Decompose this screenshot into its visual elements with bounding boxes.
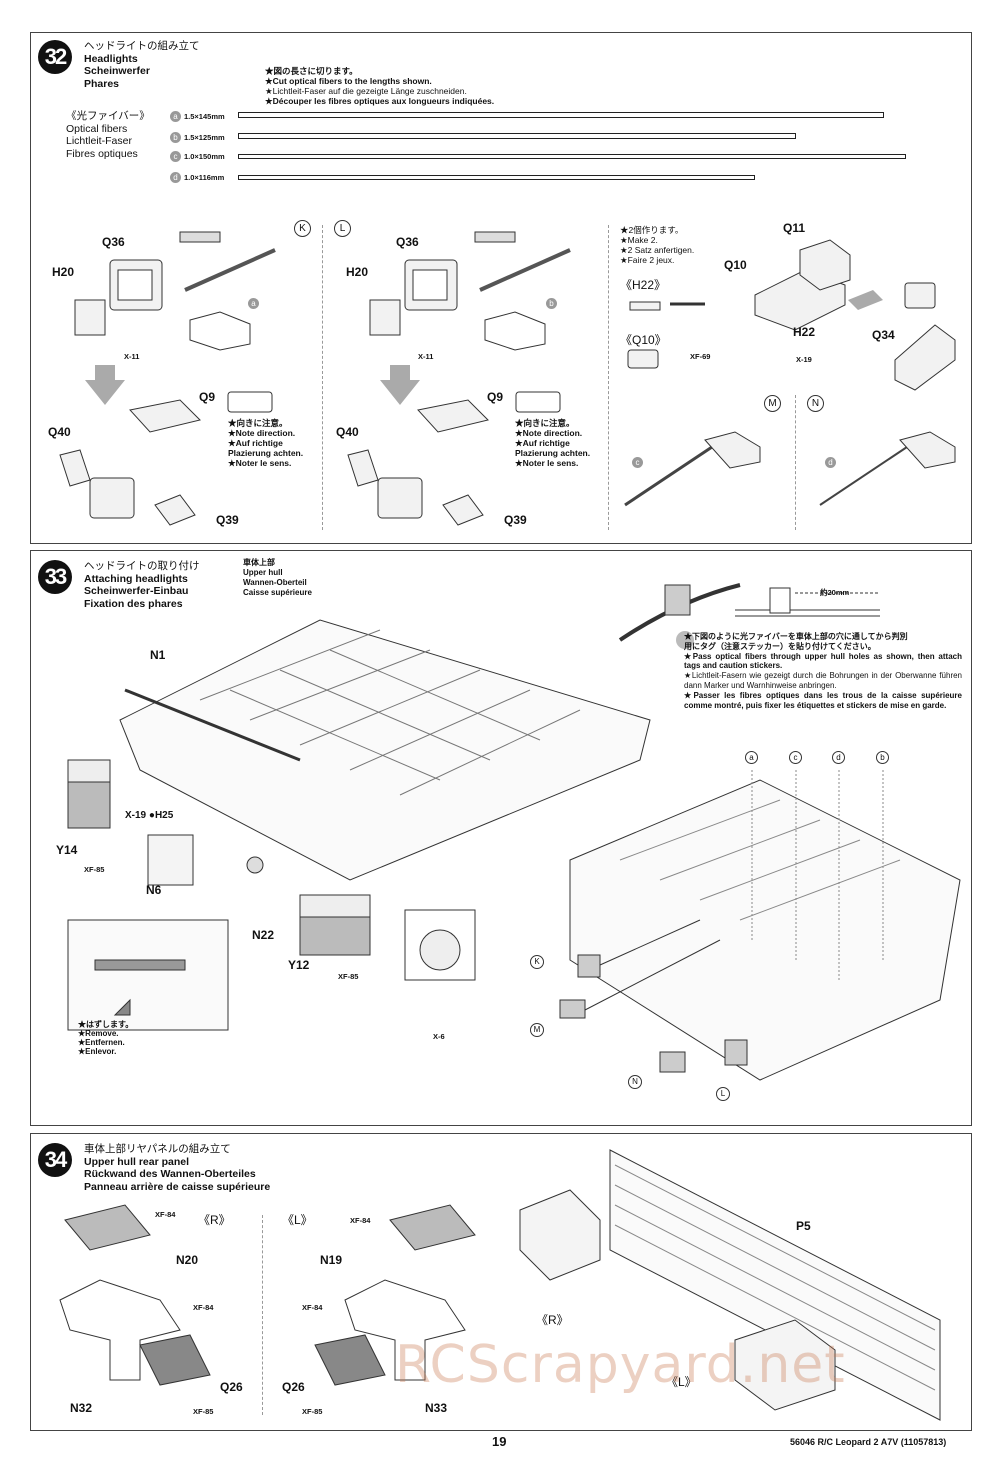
divider <box>262 1215 263 1415</box>
watermark: RCScrapyard.net <box>395 1335 846 1395</box>
paint-label: XF-85 <box>84 865 105 874</box>
fiber-d <box>238 175 755 180</box>
sub-step-l: L <box>716 1087 730 1101</box>
sub-step-k: K <box>530 955 544 969</box>
part-label: N19 <box>320 1253 343 1267</box>
fiber-b-size: 1.5×125mm <box>184 133 225 142</box>
part-label: Q9 <box>199 390 216 404</box>
part-label: Q36 <box>396 235 419 249</box>
part-label: N20 <box>176 1253 199 1267</box>
part-label: Q40 <box>48 425 71 439</box>
fiber-b-marker: b <box>170 132 181 143</box>
paint-label: XF-85 <box>193 1407 214 1416</box>
dimension-label: 約20mm <box>820 588 850 597</box>
part-label: H20 <box>346 265 369 279</box>
fiber-c-size: 1.0×150mm <box>184 152 225 161</box>
product-code: 56046 R/C Leopard 2 A7V (11057813) <box>790 1437 947 1447</box>
step-title: ヘッドライトの組み立て Headlights Scheinwerfer Phar… <box>84 40 200 90</box>
make-two-note: ★2個作ります。★Make 2.★2 Satz anfertigen.★Fair… <box>620 225 695 265</box>
sub-step-m: M <box>530 1023 544 1037</box>
fiber-a-marker: a <box>170 111 181 122</box>
part-label: H20 <box>52 265 75 279</box>
part-label: 《Q10》 <box>620 333 667 347</box>
part-label: Q11 <box>783 221 806 235</box>
step-number: 33 <box>38 560 72 594</box>
fiber-d-size: 1.0×116mm <box>184 173 225 182</box>
side-label-r: 《R》 <box>198 1213 231 1227</box>
paint-label: XF-84 <box>155 1210 176 1219</box>
fiber-b <box>238 133 796 139</box>
paint-label: XF-85 <box>338 972 359 981</box>
step-title: ヘッドライトの取り付け Attaching headlights Scheinw… <box>84 560 200 610</box>
fiber-b-marker: b <box>546 298 557 309</box>
fiber-c-marker: c <box>632 457 643 468</box>
fiber-a <box>238 112 884 118</box>
pass-fibers-note: ★下図のように光ファイバーを車体上部の穴に通してから判別用にタグ（注意ステッカー… <box>684 632 962 710</box>
sub-step-n: N <box>807 395 824 412</box>
part-label: Q39 <box>216 513 239 527</box>
cut-note: ★図の長さに切ります。 ★Cut optical fibers to the l… <box>265 66 495 106</box>
sub-step-l: L <box>334 220 351 237</box>
part-label: N33 <box>425 1401 448 1415</box>
fiber-a-marker: a <box>745 751 758 764</box>
sub-step-m: M <box>764 395 781 412</box>
part-label: Q40 <box>336 425 359 439</box>
page-number: 19 <box>492 1434 507 1449</box>
fiber-d-marker: d <box>825 457 836 468</box>
paint-label: XF-85 <box>302 1407 323 1416</box>
side-label-l: 《L》 <box>282 1213 313 1227</box>
paint-label: XF-84 <box>302 1303 323 1312</box>
fiber-b-marker: b <box>876 751 889 764</box>
sub-step-k: K <box>294 220 311 237</box>
part-label: H22 <box>793 325 816 339</box>
part-label: Q34 <box>872 328 895 342</box>
part-label: N22 <box>252 928 275 942</box>
part-label: N32 <box>70 1401 93 1415</box>
divider <box>795 395 796 530</box>
step-number: 34 <box>38 1143 72 1177</box>
fiber-c-marker: c <box>170 151 181 162</box>
sub-step-n: N <box>628 1075 642 1089</box>
fiber-c <box>238 154 906 159</box>
part-label: X-11 <box>418 352 434 361</box>
paint-label: XF-69 <box>690 352 711 361</box>
side-label-l: 《L》 <box>666 1375 697 1389</box>
fiber-d-marker: d <box>832 751 845 764</box>
part-label: 《H22》 <box>620 278 667 292</box>
fiber-a-marker: a <box>248 298 259 309</box>
part-label: X-19 <box>796 355 812 364</box>
part-label: Q10 <box>724 258 747 272</box>
step-title: 車体上部リヤパネルの組み立て Upper hull rear panel Rüc… <box>84 1143 271 1193</box>
part-label: P5 <box>796 1219 811 1233</box>
part-label: X-19 ●H25 <box>125 810 174 821</box>
part-label: Y12 <box>288 958 310 972</box>
remove-note: ★はずします。★Remove.★Entfernen.★Enlevor. <box>78 1020 134 1056</box>
step-number: 32 <box>38 40 72 74</box>
part-label: X-6 <box>433 1032 445 1041</box>
part-label: Q26 <box>220 1380 243 1394</box>
fiber-c-marker: c <box>789 751 802 764</box>
part-label: Q9 <box>487 390 504 404</box>
part-label: N1 <box>150 648 166 662</box>
part-label: Y14 <box>56 843 78 857</box>
paint-label: XF-84 <box>193 1303 214 1312</box>
part-label: Q26 <box>282 1380 305 1394</box>
paint-label: XF-84 <box>350 1216 371 1225</box>
part-label: N6 <box>146 883 162 897</box>
fiber-d-marker: d <box>170 172 181 183</box>
divider <box>608 225 609 530</box>
part-label: Q36 <box>102 235 125 249</box>
divider <box>322 225 323 530</box>
side-label-r: 《R》 <box>536 1313 569 1327</box>
fiber-label: 《光ファイバー》 Optical fibers Lichtleit-Faser … <box>66 110 150 160</box>
fiber-a-size: 1.5×145mm <box>184 112 225 121</box>
part-label: Q39 <box>504 513 527 527</box>
part-label: X-11 <box>124 352 140 361</box>
